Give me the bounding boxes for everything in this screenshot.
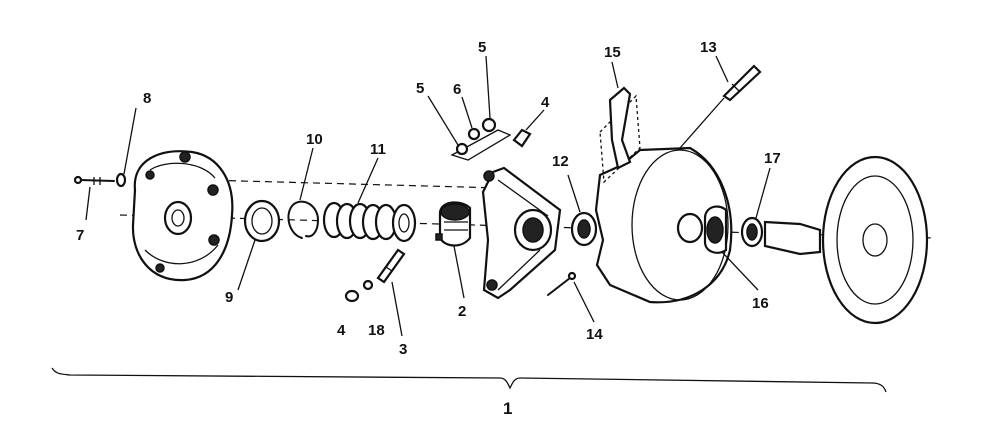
leader-line-17 <box>755 167 771 219</box>
callout-15: 15 <box>604 44 621 61</box>
callout-9: 9 <box>225 289 233 306</box>
washer-18-part <box>362 279 374 291</box>
washer-17-part <box>740 216 764 248</box>
leader-line-3 <box>391 281 403 337</box>
callout-13: 13 <box>700 39 717 56</box>
leader-line-12 <box>567 174 581 213</box>
assembly-bracket <box>51 367 887 393</box>
callout-5-left: 5 <box>416 80 424 97</box>
leader-line-7 <box>85 186 91 221</box>
bushing-part <box>243 199 281 243</box>
leader-line-6 <box>461 96 473 129</box>
leader-line-10 <box>299 147 314 201</box>
callout-16: 16 <box>752 295 769 312</box>
washer-part <box>115 172 127 188</box>
leader-line-8 <box>123 107 137 175</box>
leader-line-13 <box>715 55 729 83</box>
moveable-sheave-part <box>594 146 733 304</box>
bracket-15-part <box>599 86 641 184</box>
leader-line-14 <box>573 281 595 323</box>
callout-4-lower: 4 <box>337 322 346 339</box>
callout-18: 18 <box>368 322 385 339</box>
leader-line-13-to-sheave <box>679 97 725 149</box>
leader-line-5-left <box>427 95 459 146</box>
callout-2: 2 <box>458 303 466 320</box>
washer-12-part <box>570 211 598 247</box>
callout-5-top: 5 <box>478 39 486 56</box>
pin-part <box>376 248 406 284</box>
callout-11: 11 <box>370 141 386 158</box>
snap-ring-part <box>287 200 319 239</box>
callout-17: 17 <box>764 150 781 167</box>
bolt-14-part <box>547 271 577 296</box>
screw-13-part <box>722 64 762 102</box>
callout-6: 6 <box>453 81 461 98</box>
cover-plate-part <box>131 150 234 282</box>
upper-axis-line <box>204 179 501 189</box>
leader-line-9 <box>237 239 256 291</box>
spring-part <box>322 201 417 243</box>
callout-1: 1 <box>503 399 512 418</box>
fixed-sheave-part <box>763 155 929 325</box>
leader-line-4-upper <box>525 109 545 131</box>
callout-3: 3 <box>399 341 407 358</box>
leader-line-16 <box>721 251 759 291</box>
callout-4-upper: 4 <box>541 94 550 111</box>
screw-part <box>73 175 115 185</box>
callout-14: 14 <box>586 326 603 343</box>
callout-7: 7 <box>76 227 84 244</box>
spider-arm-part <box>481 166 562 300</box>
roller-group-upper <box>450 117 532 161</box>
roller-part-lower <box>344 289 360 303</box>
spider-nut-part <box>435 201 472 247</box>
bushing-16-part <box>703 205 728 254</box>
callout-8: 8 <box>143 90 151 107</box>
callout-12: 12 <box>552 153 569 170</box>
callout-10: 10 <box>306 131 323 148</box>
leader-line-11 <box>357 157 379 204</box>
leader-line-15 <box>611 61 619 89</box>
leader-line-2 <box>453 245 465 299</box>
leader-line-5-top <box>485 55 491 119</box>
